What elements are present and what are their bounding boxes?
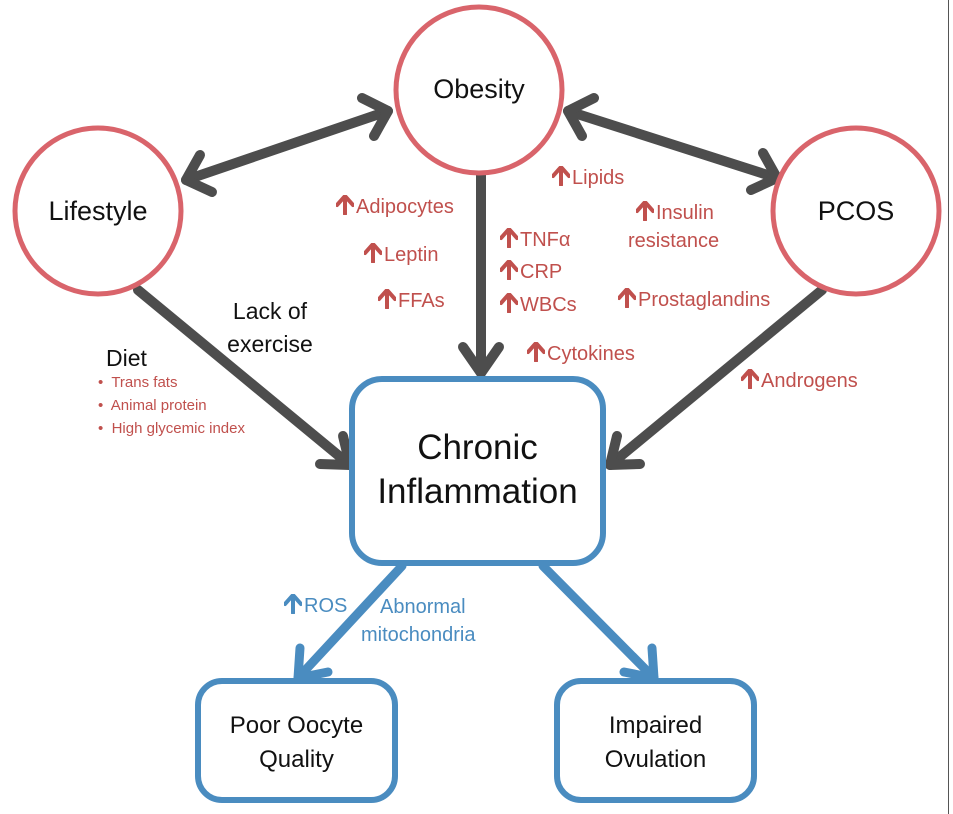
- ovulation-label: Ovulation: [604, 746, 707, 773]
- arrow-pcos-inflammation: [605, 285, 827, 470]
- impaired-label: Impaired: [608, 712, 703, 739]
- marker-cytokines: Cytokines: [527, 342, 635, 366]
- arrow-inflammation-ovulation: [538, 561, 659, 683]
- mitochondria-label: mitochondria: [361, 624, 476, 646]
- marker-wbcs: WBCs: [500, 293, 577, 317]
- up-arrow-icon: [500, 293, 518, 313]
- diet-item-text: High glycemic index: [111, 420, 245, 437]
- marker-text: Adipocytes: [356, 196, 454, 218]
- exercise-label: exercise: [227, 331, 313, 357]
- marker-adipocytes: Adipocytes: [336, 195, 454, 219]
- lack-of-label: Lack of: [232, 298, 308, 324]
- obesity-circle: [393, 4, 565, 176]
- marker-text: Insulin: [656, 202, 714, 224]
- up-arrow-icon: [552, 166, 570, 186]
- marker-lipids: Lipids: [552, 166, 624, 190]
- marker-text: Androgens: [761, 370, 858, 392]
- up-arrow-icon: [527, 342, 545, 362]
- quality-label: Quality: [259, 746, 334, 773]
- diet-item-animal-protein: • Animal protein: [98, 397, 207, 414]
- lifestyle-label: Lifestyle: [48, 196, 148, 226]
- poor-oocyte-box: [195, 678, 398, 803]
- impaired-ovulation-box: [554, 678, 757, 803]
- up-arrow-icon: [636, 201, 654, 221]
- poor-oocyte-label: Poor Oocyte: [229, 712, 364, 739]
- lifestyle-circle: [12, 125, 184, 297]
- obesity-label: Obesity: [433, 74, 525, 104]
- marker-text: Leptin: [384, 244, 439, 266]
- marker-prostaglandins: Prostaglandins: [618, 288, 770, 312]
- pcos-circle: [770, 125, 942, 297]
- pcos-label: PCOS: [817, 196, 895, 226]
- arrow-lifestyle-obesity: [181, 93, 393, 197]
- frame-edge: [948, 0, 949, 814]
- up-arrow-icon: [500, 228, 518, 248]
- up-arrow-icon: [284, 594, 302, 614]
- up-arrow-icon: [618, 288, 636, 308]
- chronic-inflammation-box: [349, 376, 606, 566]
- marker-text: CRP: [520, 261, 563, 283]
- arrow-obesity-pcos: [563, 93, 782, 195]
- diet-item-trans-fats: • Trans fats: [98, 374, 178, 391]
- marker-text: FFAs: [398, 290, 445, 312]
- marker-text: ROS: [304, 595, 348, 617]
- abnormal-label: Abnormal: [380, 596, 466, 618]
- marker-text: WBCs: [520, 294, 577, 316]
- inflammation-label: Inflammation: [377, 472, 578, 511]
- up-arrow-icon: [500, 260, 518, 280]
- diet-item-text: Animal protein: [110, 397, 207, 414]
- marker-androgens: Androgens: [741, 369, 858, 393]
- arrow-obesity-inflammation: [458, 170, 504, 378]
- marker-ffas: FFAs: [378, 289, 445, 313]
- marker-resistance: resistance: [628, 230, 720, 252]
- marker-crp: CRP: [500, 260, 562, 284]
- diet-label: Diet: [106, 345, 147, 371]
- marker-insulin: Insulin: [636, 201, 714, 225]
- up-arrow-icon: [741, 369, 759, 389]
- up-arrow-icon: [336, 195, 354, 215]
- marker-text: Lipids: [572, 167, 625, 189]
- up-arrow-icon: [364, 243, 382, 263]
- marker-text: TNFα: [520, 229, 571, 251]
- diet-item-high-glycemic: • High glycemic index: [98, 420, 245, 437]
- marker-ros: ROS: [284, 594, 347, 618]
- marker-text: Cytokines: [547, 343, 635, 365]
- marker-leptin: Leptin: [364, 243, 439, 267]
- marker-text: Prostaglandins: [638, 289, 771, 311]
- chronic-label: Chronic: [417, 428, 538, 467]
- up-arrow-icon: [378, 289, 396, 309]
- arrow-inflammation-oocyte: [293, 561, 407, 683]
- marker-tnfa: TNFα: [500, 228, 570, 252]
- diet-item-text: Trans fats: [111, 374, 178, 391]
